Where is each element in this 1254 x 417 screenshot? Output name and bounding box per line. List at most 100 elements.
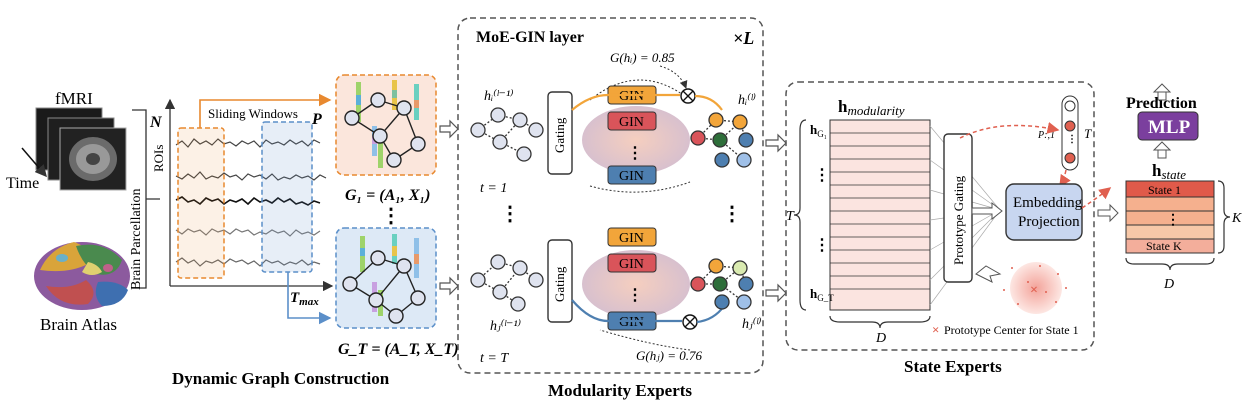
gating-box-top[interactable]: Gating — [547, 91, 573, 175]
output-graph-top — [690, 112, 754, 168]
prediction-title: Prediction — [1126, 95, 1197, 112]
hj-prev-label: hⱼ⁽ˡ⁻¹⁾ — [490, 319, 522, 334]
gate-top-label: G(hᵢ) = 0.85 — [610, 50, 675, 65]
aggregate-top — [680, 88, 696, 104]
window-first — [177, 127, 225, 279]
d-brace-state — [1125, 257, 1215, 271]
tT-label: t = T — [480, 351, 509, 366]
n-label: N — [149, 114, 163, 131]
svg-text:⋮: ⋮ — [627, 287, 643, 304]
prototype-gating-box[interactable]: Prototype Gating — [943, 133, 973, 283]
gin-expert-blue-top: GIN — [607, 165, 657, 185]
svg-text:⋮: ⋮ — [814, 167, 830, 184]
brain-atlas-label: Brain Atlas — [40, 315, 117, 334]
t-label: T — [786, 209, 795, 224]
stateK-label: State K — [1146, 239, 1182, 253]
svg-text:GIN: GIN — [619, 315, 644, 330]
moe-layer-title: MoE-GIN layer — [476, 29, 584, 46]
parcellation-bracket — [132, 109, 160, 289]
svg-text:Projection: Projection — [1018, 214, 1080, 230]
t1-label: t = 1 — [480, 181, 507, 196]
svg-text:Embedding: Embedding — [1013, 195, 1083, 211]
svg-text:GIN: GIN — [619, 257, 644, 272]
mlp-box[interactable]: MLP — [1137, 111, 1199, 141]
gating-to-embed-arrow — [971, 201, 1003, 221]
prototype-to-embed — [959, 121, 1060, 139]
svg-text:GIN: GIN — [619, 115, 644, 130]
svg-text:GIN: GIN — [619, 169, 644, 184]
svg-text:⋮: ⋮ — [722, 203, 742, 225]
proto-center-marker: × — [932, 322, 939, 337]
block-arrow-state-out — [1097, 203, 1119, 223]
d-brace — [829, 315, 931, 329]
fmri-label: fMRI — [55, 89, 93, 108]
h-gt-label: hG_T — [810, 286, 834, 303]
input-graph-tT — [470, 254, 544, 312]
h-g1-label: hG₁ — [810, 122, 827, 139]
hj-label: hⱼ⁽ˡ⁾ — [742, 317, 762, 332]
svg-text:⋮: ⋮ — [1166, 213, 1180, 228]
moe-gin-panel — [457, 17, 764, 374]
state1-label: State 1 — [1148, 183, 1181, 197]
window-last — [261, 121, 313, 273]
svg-text:⋮: ⋮ — [627, 145, 643, 162]
hi-prev-label: hᵢ⁽ˡ⁻¹⁾ — [484, 89, 514, 104]
fmri-stack — [35, 107, 127, 191]
block-arrows-state — [765, 133, 787, 303]
p-label: P — [311, 111, 322, 128]
embedding-projection-box[interactable]: Embedding Projection — [1005, 183, 1083, 241]
svg-text:⋮: ⋮ — [500, 203, 520, 225]
aggregate-bottom — [682, 314, 698, 330]
gating-box-bottom[interactable]: Gating — [547, 239, 573, 323]
prototype-cluster: × — [1003, 262, 1067, 314]
svg-text:⋮: ⋮ — [814, 237, 830, 254]
time-arrow — [21, 147, 47, 178]
proto-center-label: Prototype Center for State 1 — [944, 323, 1079, 337]
output-graph-bottom — [690, 258, 754, 310]
t-vec-label: T — [1084, 126, 1092, 141]
svg-text:Gating: Gating — [552, 117, 567, 153]
route-bottom — [571, 299, 682, 323]
input-graph-t1 — [470, 107, 544, 162]
bold-signals — [175, 138, 327, 267]
gin-expert-orange-bottom: GIN — [607, 227, 657, 247]
time-label: Time — [6, 175, 39, 192]
times-l-label: ×L — [733, 28, 754, 48]
state-experts-title: State Experts — [904, 357, 1002, 376]
state-matrix — [1125, 180, 1215, 254]
arrow-window-last — [287, 272, 332, 325]
graph-g1 — [335, 74, 437, 176]
graph-gt — [335, 227, 437, 329]
t-brace — [793, 119, 807, 311]
svg-text:×: × — [1030, 283, 1038, 298]
h-modularity-label: hmodularity — [838, 97, 905, 118]
g1-label: G₁ = (A₁, X₁) — [345, 187, 430, 204]
modularity-experts-title: Modularity Experts — [548, 381, 692, 400]
d-label-state: D — [1163, 277, 1174, 292]
svg-text:Gating: Gating — [552, 266, 567, 302]
modularity-matrix — [829, 119, 931, 311]
dynamic-graph-title: Dynamic Graph Construction — [172, 369, 390, 388]
svg-text:⋮: ⋮ — [1067, 134, 1077, 145]
brain-atlas-image — [34, 242, 130, 310]
gt-label: G_T = (A_T, X_T) — [338, 341, 459, 358]
gin-expert-red-top: GIN — [607, 111, 657, 131]
d-label: D — [875, 331, 886, 346]
svg-text:Prototype Gating: Prototype Gating — [951, 175, 966, 265]
prototype-vector: ⋮ — [1061, 95, 1079, 171]
hi-label: hᵢ⁽ˡ⁾ — [738, 93, 757, 108]
gin-expert-red-bottom: GIN — [607, 253, 657, 273]
state-up-arrow — [1152, 141, 1172, 159]
svg-text:GIN: GIN — [619, 89, 644, 104]
p1-label: P:,1 — [1037, 130, 1055, 141]
graph-ellipsis: ⋮ — [381, 205, 401, 227]
mlp-up-arrow — [1152, 83, 1172, 101]
sliding-windows-label: Sliding Windows — [208, 106, 298, 121]
block-arrows-in — [439, 119, 459, 296]
route-top — [571, 93, 680, 111]
t-max-label: Tmax — [290, 290, 319, 308]
gate-bottom-label: G(hⱼ) = 0.76 — [636, 348, 703, 363]
embed-to-state-arrow — [1081, 187, 1112, 209]
h-state-label: hstate — [1152, 161, 1186, 182]
